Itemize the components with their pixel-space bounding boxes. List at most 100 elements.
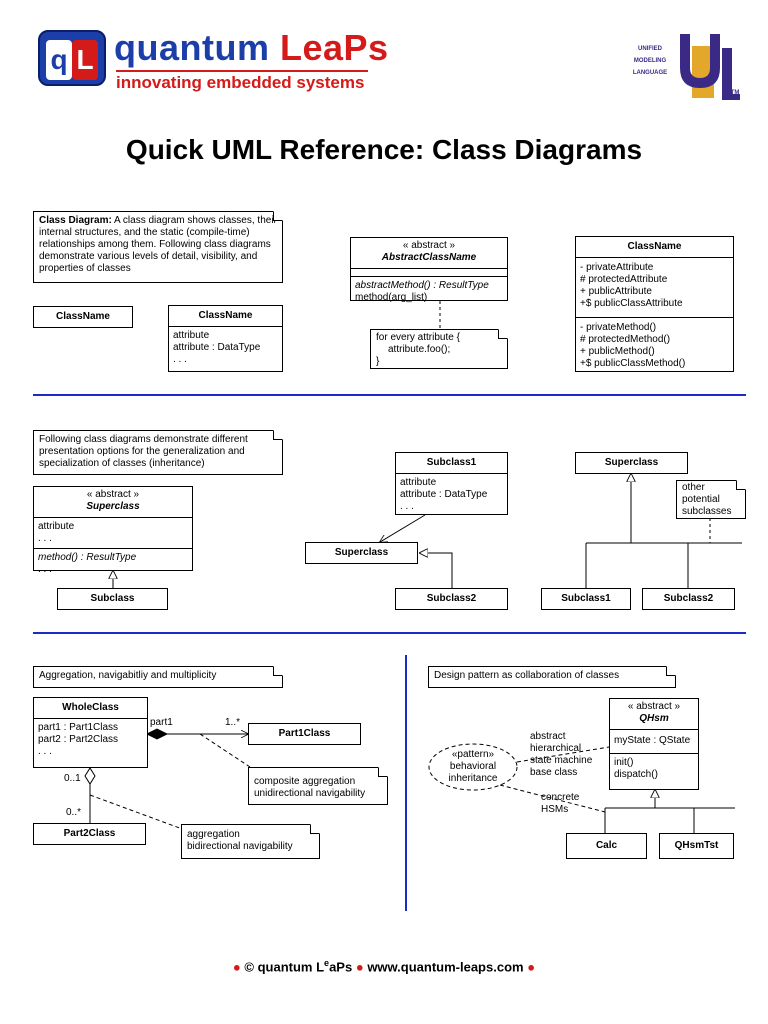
class-attributes: attribute attribute : DataType . . . <box>169 326 282 369</box>
brand-name: quantum LeaPs <box>114 27 389 69</box>
multiplicity-0-1: 0..1 <box>64 773 81 784</box>
operation-row: # protectedMethod() <box>580 334 671 345</box>
attribute-row: + publicAttribute <box>580 286 652 297</box>
class-box-superclass-mid: Superclass <box>305 542 418 564</box>
note-line: aggregation <box>187 829 240 840</box>
brand-underline <box>116 70 368 72</box>
attribute-row: . . . <box>400 501 414 512</box>
page-title: Quick UML Reference: Class Diagrams <box>125 134 643 165</box>
composite-note-link <box>199 733 251 768</box>
brand-name-quantum: quantum <box>114 27 270 68</box>
class-name: Superclass <box>86 501 140 512</box>
attribute-row: # protectedAttribute <box>580 274 668 285</box>
pattern-link-qhsm <box>516 746 610 763</box>
role-label-part1: part1 <box>150 717 173 728</box>
other-subclasses-note: other potential subclasses <box>676 480 746 519</box>
footer-bullet-right: ● <box>527 959 536 975</box>
note-line: for every attribute { <box>376 332 460 343</box>
inheritance-note: Following class diagrams demonstrate dif… <box>33 430 283 475</box>
class-operations: init() dispatch() <box>610 753 698 784</box>
class-name: Part2Class <box>63 828 116 839</box>
class-operations: - privateMethod() # protectedMethod() + … <box>576 317 733 373</box>
uml-word-modeling: MODELING <box>633 58 667 64</box>
uml-logo-graphic <box>680 34 740 100</box>
class-name: Superclass <box>604 457 659 468</box>
class-name: Subclass2 <box>663 593 714 604</box>
pattern-line: «pattern» <box>451 749 495 760</box>
abstract-class-header: « abstract » QHsm <box>610 699 698 729</box>
uml-logo: UNIFIED MODELING LANGUAGE TM <box>622 28 744 106</box>
note-line: subclasses <box>682 506 732 517</box>
footer-brand-aps: aPs <box>329 959 353 975</box>
class-name: Subclass1 <box>426 457 477 468</box>
footer-url-link[interactable]: www.quantum-leaps.com <box>367 959 524 975</box>
logo-q-letter: q <box>46 40 72 80</box>
concrete-hsms-label: concrete HSMs <box>541 792 579 816</box>
attribute-row: . . . <box>38 746 52 757</box>
attribute-row: part2 : Part2Class <box>38 734 119 745</box>
class-operations: abstractMethod() : ResultType method(arg… <box>351 276 507 307</box>
class-box-visibility: ClassName - privateAttribute # protected… <box>575 236 734 372</box>
class-box-qhsmtst: QHsmTst <box>659 833 734 859</box>
attribute-row: part1 : Part1Class <box>38 722 119 733</box>
section-divider-vertical <box>405 655 407 911</box>
footer-bullet-mid: ● <box>355 959 364 975</box>
class-attributes-empty <box>351 268 507 276</box>
class-name: QHsmTst <box>674 840 719 851</box>
uml-tm: TM <box>730 90 740 96</box>
section-divider-2 <box>33 632 746 634</box>
class-attributes: - privateAttribute # protectedAttribute … <box>576 257 733 317</box>
class-box-subclass1-mid: Subclass1 attribute attribute : DataType… <box>395 452 508 515</box>
pattern-ellipse <box>428 743 518 791</box>
class-box-subclass: Subclass <box>57 588 168 610</box>
class-box-subclass1-right: Subclass1 <box>541 588 631 610</box>
brand-tagline: innovating embedded systems <box>116 73 365 92</box>
pattern-line: inheritance <box>448 773 498 784</box>
label-line: HSMs <box>541 804 569 815</box>
footer-brand-e: e <box>324 958 330 968</box>
pattern-title-note: Design pattern as collaboration of class… <box>428 666 676 688</box>
attribute-row: . . . <box>38 533 52 544</box>
class-name: ClassName <box>56 311 110 322</box>
operation-row: - privateMethod() <box>580 322 657 333</box>
note-line: attribute.foo(); <box>388 344 451 355</box>
class-name: ClassName <box>627 241 682 252</box>
operation-row: . . . <box>38 564 52 575</box>
method-implementation-note: for every attribute { attribute.foo(); } <box>370 329 508 369</box>
note-line: potential <box>682 494 720 505</box>
class-name: AbstractClassName <box>381 252 477 263</box>
operation-row: dispatch() <box>614 769 658 780</box>
attribute-row: attribute : DataType <box>400 489 488 500</box>
stereotype-label: « abstract » <box>86 489 140 500</box>
class-box-abstract: « abstract » AbstractClassName abstractM… <box>350 237 508 303</box>
multiplicity-1-star: 1..* <box>225 717 241 728</box>
note-line: composite aggregation <box>254 776 356 787</box>
generalization-subclass2 <box>420 553 453 588</box>
brand-name-leaps: LeaPs <box>280 27 389 68</box>
composition-diamond <box>145 728 169 740</box>
class-name: Part1Class <box>278 728 331 739</box>
label-line: state machine <box>530 755 593 766</box>
operation-row: +$ publicClassMethod() <box>580 358 686 369</box>
label-line: base class <box>530 767 578 778</box>
operation-row: + publicMethod() <box>580 346 655 357</box>
operation-row: abstractMethod() : ResultType <box>355 280 489 291</box>
pattern-line: behavioral <box>449 761 497 772</box>
stereotype-label: « abstract » <box>402 240 456 251</box>
class-box-attributes: ClassName attribute attribute : DataType… <box>168 305 283 372</box>
class-box-calc: Calc <box>566 833 647 859</box>
class-box-qhsm: « abstract » QHsm myState : QState init(… <box>609 698 699 790</box>
logo-l-letter: L <box>72 40 98 80</box>
class-operations: method() : ResultType . . . <box>34 548 192 579</box>
attribute-row: myState : QState <box>614 735 691 746</box>
class-attributes: part1 : Part1Class part2 : Part2Class . … <box>34 718 147 761</box>
multiplicity-0-star: 0..* <box>66 807 82 818</box>
label-line: hierarchical <box>530 743 582 754</box>
section-divider-1 <box>33 394 746 396</box>
attribute-row: - privateAttribute <box>580 262 654 273</box>
class-attributes: attribute . . . <box>34 517 192 548</box>
quantum-leaps-logo: q L <box>38 30 106 86</box>
attribute-row: attribute : DataType <box>173 342 261 353</box>
operation-row: method() : ResultType <box>38 552 137 563</box>
